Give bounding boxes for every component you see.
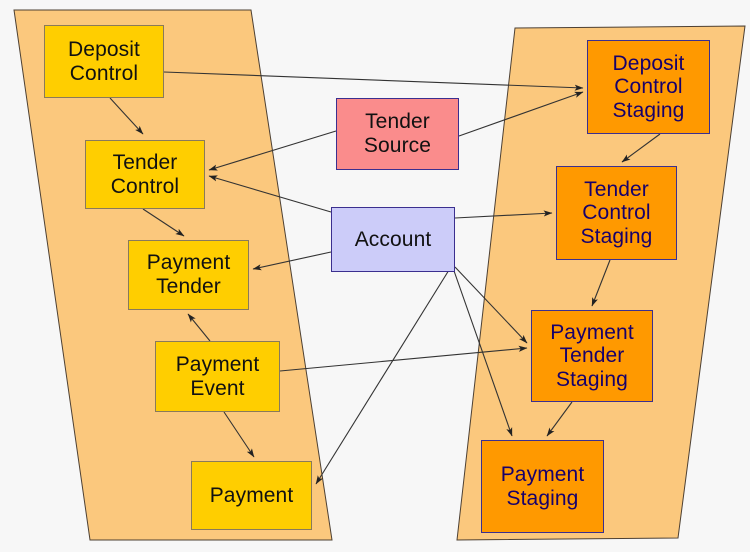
node-payment-tender-staging[interactable]: Payment Tender Staging [531,310,653,402]
node-label: Payment Tender [146,251,231,298]
edge-tender-control-staging-to-payment-tender-staging [591,259,611,307]
edge-account-to-payment-staging [452,267,513,437]
edge-account-to-payment-tender [252,251,332,271]
node-label: Payment Staging [500,462,585,510]
edge-account-to-payment-tender-staging [454,266,528,344]
node-label: Deposit Control [68,37,140,85]
edge-payment-tender-staging-to-payment-staging [546,401,573,437]
node-label: Tender Control Staging [580,177,653,248]
node-account[interactable]: Account [331,207,455,272]
edge-payment-event-to-payment-tender [187,313,211,342]
node-label: Deposit Control Staging [612,51,685,122]
node-tender-source[interactable]: Tender Source [336,98,459,170]
node-label: Payment Tender Staging [550,320,634,391]
node-label: Tender Source [363,110,432,157]
node-label: Payment [209,483,294,507]
edge-account-to-payment [315,269,450,485]
node-payment[interactable]: Payment [191,461,312,530]
node-payment-tender[interactable]: Payment Tender [128,240,249,310]
node-deposit-control[interactable]: Deposit Control [44,25,164,98]
node-tender-control-staging[interactable]: Tender Control Staging [556,166,677,260]
edge-account-to-tender-control [208,175,332,213]
edge-tender-source-to-deposit-control-staging [458,91,584,137]
node-label: Payment Event [175,352,260,400]
edge-tender-source-to-tender-control [208,130,337,171]
node-tender-control[interactable]: Tender Control [85,140,205,209]
node-payment-event[interactable]: Payment Event [155,341,280,412]
edge-deposit-control-to-deposit-control-staging [163,71,584,91]
node-label: Tender Control [110,150,180,198]
edges-layer [109,71,661,485]
edge-payment-event-to-payment-tender-staging [279,345,528,372]
node-payment-staging[interactable]: Payment Staging [481,440,604,533]
node-deposit-control-staging[interactable]: Deposit Control Staging [587,40,710,134]
edge-tender-control-to-payment-tender [142,208,185,237]
node-label: Account [354,227,432,251]
edge-account-to-tender-control-staging [454,210,553,219]
edge-deposit-control-to-tender-control [109,97,144,135]
edge-payment-event-to-payment [223,411,255,458]
edge-deposit-control-staging-to-tender-control-staging [621,133,661,163]
